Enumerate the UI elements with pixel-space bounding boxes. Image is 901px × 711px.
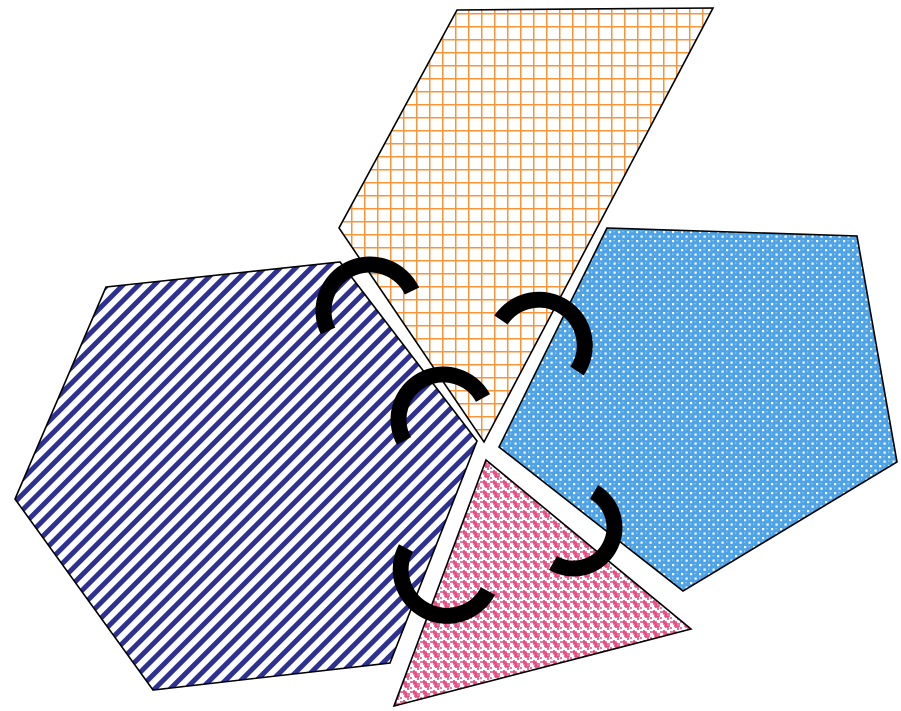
hinge-arc bbox=[315, 256, 420, 335]
parallelogram-shape bbox=[338, 7, 715, 444]
hinge-arc bbox=[549, 485, 623, 577]
triangle-shape bbox=[392, 458, 693, 708]
hinge-arc bbox=[392, 544, 496, 624]
hinges bbox=[315, 256, 623, 624]
hinge-arc bbox=[494, 291, 593, 376]
hexagon-shape bbox=[14, 261, 478, 691]
hinge-arc bbox=[390, 366, 491, 445]
